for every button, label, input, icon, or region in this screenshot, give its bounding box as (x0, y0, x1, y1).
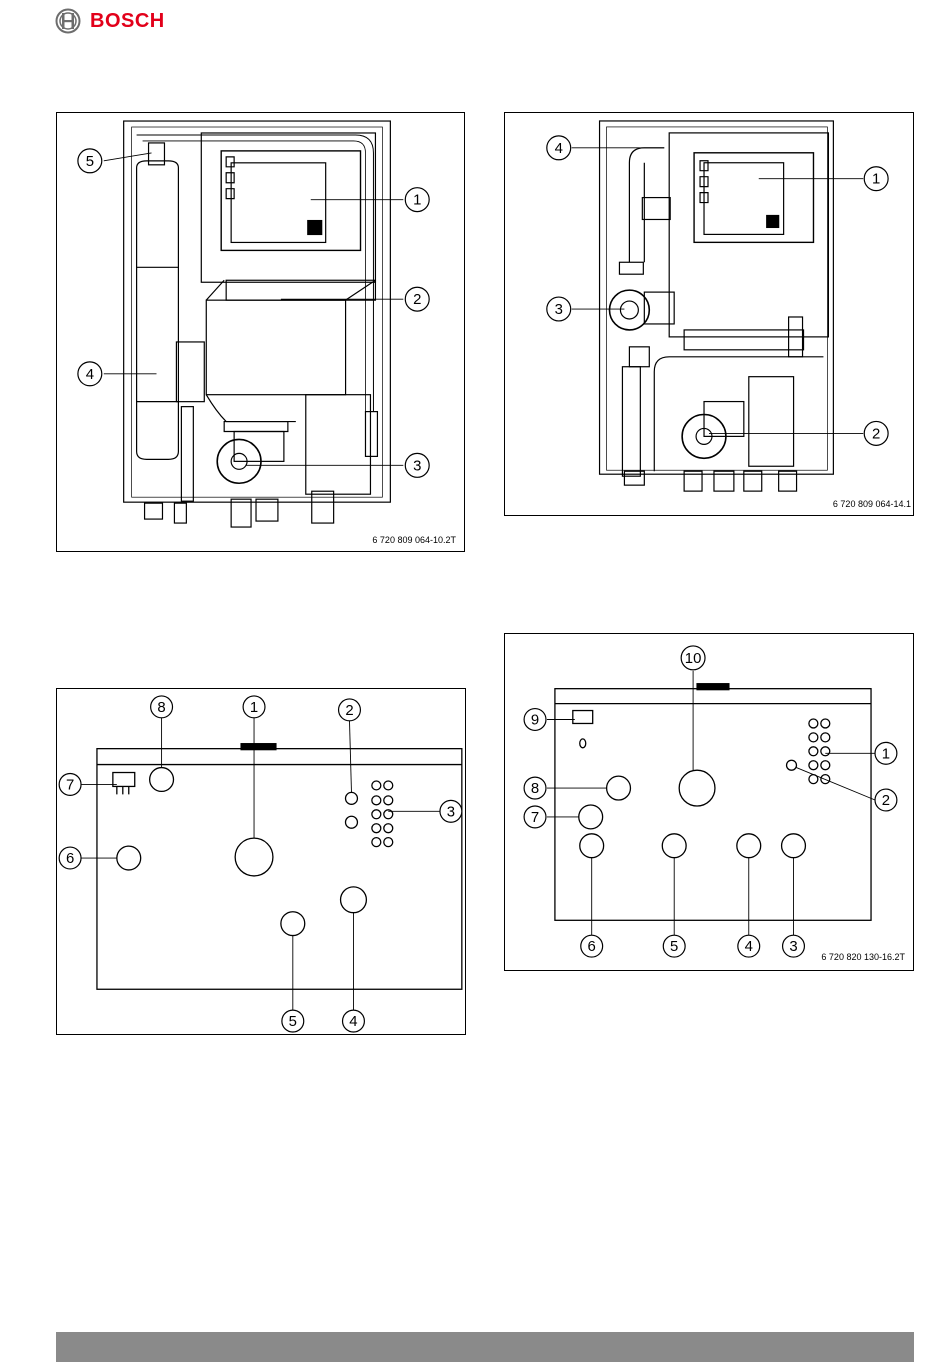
callout-label: 2 (882, 793, 890, 809)
callout-label: 9 (531, 712, 539, 728)
callout-label: 2 (872, 425, 880, 442)
callout-label: 10 (685, 651, 702, 667)
callout-label: 4 (86, 366, 94, 383)
callout-label: 7 (66, 777, 74, 793)
callout-label: 2 (413, 291, 421, 308)
callout-label: 3 (447, 804, 455, 820)
callout-label: 5 (289, 1014, 297, 1030)
brand-name: BOSCH (90, 10, 165, 33)
callout-label: 8 (531, 781, 539, 797)
callout-label: 4 (349, 1014, 357, 1030)
figure-unit-front-b: 4 1 3 2 6 720 809 064-14.1 (504, 112, 914, 516)
callout-label: 3 (555, 301, 563, 318)
callout-label: 6 (588, 939, 596, 955)
figure-code: 6 720 820 130-16.2T (821, 952, 905, 962)
callout-label: 4 (745, 939, 753, 955)
callout-label: 3 (789, 939, 797, 955)
callout-label: 1 (413, 192, 421, 209)
figure-unit-front-a: 5 1 2 4 3 6 720 809 064-10.2T (56, 112, 465, 552)
callout-label: 5 (670, 939, 678, 955)
figure-connections-a: 8 1 2 7 3 6 5 4 (56, 688, 466, 1035)
callout-label: 1 (882, 746, 890, 762)
callout-label: 7 (531, 810, 539, 826)
callout-label: 1 (872, 171, 880, 188)
bosch-logo: BOSCH (55, 8, 165, 34)
figure-code: 6 720 809 064-14.1 (833, 499, 911, 509)
callout-label: 1 (250, 700, 258, 716)
bosch-armature-icon (55, 8, 81, 34)
callout-label: 8 (157, 700, 165, 716)
callout-label: 3 (413, 457, 421, 474)
footer-bar (56, 1332, 914, 1362)
callout-label: 6 (66, 851, 74, 867)
callout-label: 5 (86, 153, 94, 170)
figure-code: 6 720 809 064-10.2T (372, 535, 456, 545)
callout-label: 2 (345, 703, 353, 719)
callout-label: 4 (555, 140, 563, 157)
figure-connections-b: 10 9 1 8 2 7 6 5 4 3 6 720 820 130-16.2T (504, 633, 914, 971)
